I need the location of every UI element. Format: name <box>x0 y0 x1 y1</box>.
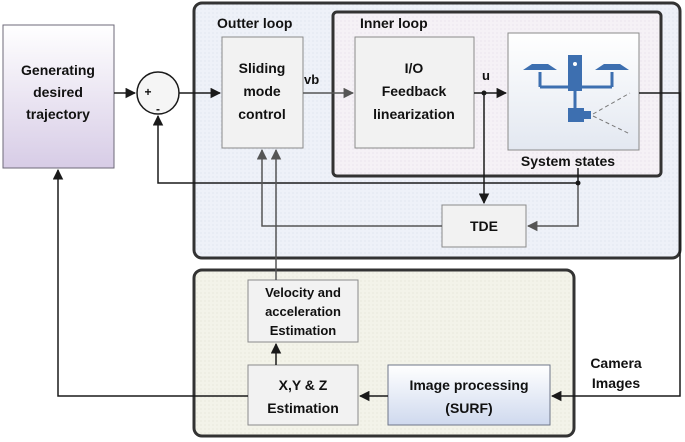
io-feedback-label-2: Feedback <box>382 83 447 99</box>
tde-block <box>441 204 527 248</box>
arrow-tde-to-smc <box>256 148 442 227</box>
trajectory-generator-label-2: desired <box>33 84 83 100</box>
vb-signal-label: vb <box>304 72 319 87</box>
drone-icon <box>523 55 631 135</box>
arrow-xyz-to-trajectory <box>52 168 248 397</box>
camera-images-label-2: Images <box>592 375 640 391</box>
image-processing-label-2: (SURF) <box>445 400 492 416</box>
sliding-mode-label-1: Sliding <box>239 60 286 76</box>
inner-loop-label: Inner loop <box>360 15 428 31</box>
arrow-states-to-tde <box>526 183 579 232</box>
velocity-estimation-block <box>247 279 359 343</box>
junction-dot-u <box>481 90 487 96</box>
arrow-states-to-sum <box>152 114 579 184</box>
xyz-estimation-label-1: X,Y & Z <box>279 377 328 393</box>
image-processing-block <box>387 364 551 426</box>
camera-images-label-1: Camera <box>590 355 642 371</box>
summing-minus-sign: - <box>156 102 160 116</box>
velocity-estimation-label-3: Estimation <box>270 323 337 338</box>
junction-dot-states <box>575 180 581 186</box>
sliding-mode-label-2: mode <box>243 83 281 99</box>
xyz-estimation-block <box>247 364 359 426</box>
u-signal-label: u <box>482 68 490 83</box>
trajectory-generator-label-1: Generating <box>21 62 95 78</box>
io-feedback-linearization-block <box>354 36 475 149</box>
xyz-estimation-label-2: Estimation <box>267 400 339 416</box>
arrow-system-to-image-processing <box>550 92 681 402</box>
sliding-mode-label-3: control <box>238 106 285 122</box>
io-feedback-label-1: I/O <box>405 60 424 76</box>
system-states-label: System states <box>521 153 615 169</box>
sliding-mode-control-block <box>221 36 304 149</box>
velocity-estimation-label-2: acceleration <box>265 304 341 319</box>
signal-arrows <box>52 87 681 402</box>
io-feedback-label-3: linearization <box>373 106 455 122</box>
velocity-estimation-label-1: Velocity and <box>265 285 341 300</box>
trajectory-generator-label-3: trajectory <box>26 106 90 122</box>
outer-loop-label: Outter loop <box>217 15 292 31</box>
summing-plus-sign: + <box>144 85 151 99</box>
image-processing-label-1: Image processing <box>409 377 528 393</box>
trajectory-generator-block <box>2 24 115 169</box>
tde-label: TDE <box>470 218 498 234</box>
